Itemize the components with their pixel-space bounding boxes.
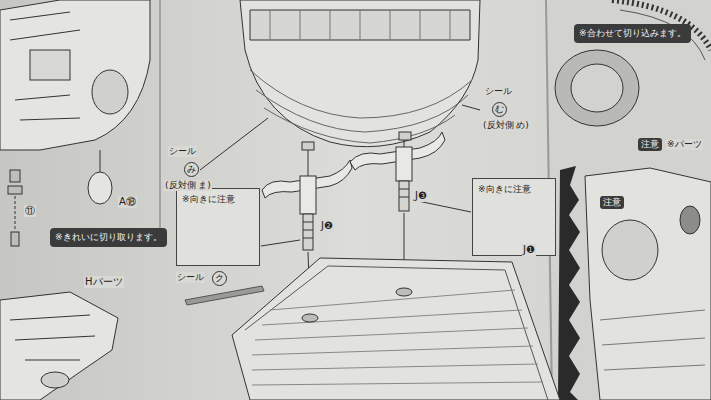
panel-divider — [160, 0, 161, 236]
hull-planks — [250, 70, 472, 143]
sticker-mark: ク — [212, 271, 227, 286]
screw-piece — [10, 170, 20, 182]
leader-line — [100, 150, 101, 172]
part-label: J❶ — [522, 244, 536, 256]
sticker-mark: む — [492, 102, 507, 117]
part-label: (反対側 ま) — [164, 180, 212, 191]
base-socket — [396, 288, 412, 296]
hull-detail — [680, 206, 700, 234]
hull-outline — [0, 0, 150, 150]
leader-line — [462, 105, 480, 110]
hull-detail — [30, 50, 70, 80]
caution-badge: 注意 — [600, 196, 624, 209]
leader-line — [404, 140, 405, 147]
stand-peg — [303, 214, 313, 250]
part-label: シール — [168, 146, 197, 157]
screw-stack — [8, 170, 22, 246]
stand-peg — [399, 181, 409, 211]
leader-line — [261, 240, 300, 246]
leader-line — [308, 150, 309, 176]
hull-hole — [602, 220, 658, 280]
hull-rail — [270, 10, 450, 40]
callout-box: ※向きに注意 — [176, 188, 260, 266]
base-socket — [302, 314, 318, 322]
part-label: ⑪ — [24, 205, 36, 217]
hull-detail — [10, 12, 80, 120]
hull-socket — [399, 132, 411, 140]
part-label: (反対側 め) — [482, 120, 530, 131]
leader-line — [200, 118, 268, 170]
screw-piece — [11, 232, 19, 246]
sticker-strip — [185, 286, 264, 305]
note-text: ※向きに注意 — [182, 193, 254, 206]
stand-ribs — [303, 222, 313, 238]
stand-post — [300, 176, 316, 214]
ship-hull — [240, 0, 480, 150]
base-rim — [245, 266, 548, 400]
hull-socket — [302, 142, 314, 150]
ring-part — [555, 50, 639, 126]
sticker-mark: み — [184, 162, 199, 177]
ring-inner — [571, 64, 623, 112]
stand-post — [396, 147, 412, 181]
h-part — [0, 292, 118, 400]
base-planks — [252, 290, 543, 385]
note-text: ※きれいに切り取ります。 — [55, 231, 162, 244]
note-box: ※合わせて切り込みます。 — [574, 24, 691, 43]
stand-j2 — [262, 160, 352, 250]
hull-hole — [92, 70, 128, 114]
wheel-part — [88, 172, 112, 204]
part-label: シール — [484, 86, 513, 97]
part-label: A⑱ — [118, 196, 137, 208]
hull-part-left — [0, 0, 150, 150]
note-box: ※きれいに切り取ります。 — [50, 228, 167, 247]
leader-line — [15, 196, 16, 230]
callout-box: ※向きに注意 — [472, 178, 556, 256]
screw-piece — [8, 186, 22, 194]
hull-outline — [585, 168, 711, 400]
hull-detail — [600, 310, 705, 370]
stand-ribs — [399, 189, 409, 197]
h-part-detail — [10, 315, 95, 360]
hull-deck — [250, 10, 470, 40]
part-label: Hパーツ — [84, 276, 124, 288]
h-part-outline — [0, 292, 118, 400]
part-label: シール — [176, 272, 205, 283]
ring-outer — [555, 50, 639, 126]
caution-badge: 注意 — [638, 138, 662, 151]
base-plate — [232, 258, 560, 400]
right-page — [548, 0, 711, 400]
note-text: ※合わせて切り込みます。 — [579, 27, 686, 40]
stand-j3 — [350, 132, 445, 211]
base-outline — [232, 258, 560, 400]
hull-part-right — [585, 168, 711, 400]
dark-gap — [558, 166, 580, 400]
h-part-detail — [41, 372, 69, 388]
part-label: J❸ — [414, 190, 428, 202]
hull-outline — [240, 0, 480, 147]
part-label: ※パーツ — [666, 139, 703, 150]
note-text: ※向きに注意 — [478, 183, 550, 196]
part-label: J❷ — [320, 220, 334, 232]
